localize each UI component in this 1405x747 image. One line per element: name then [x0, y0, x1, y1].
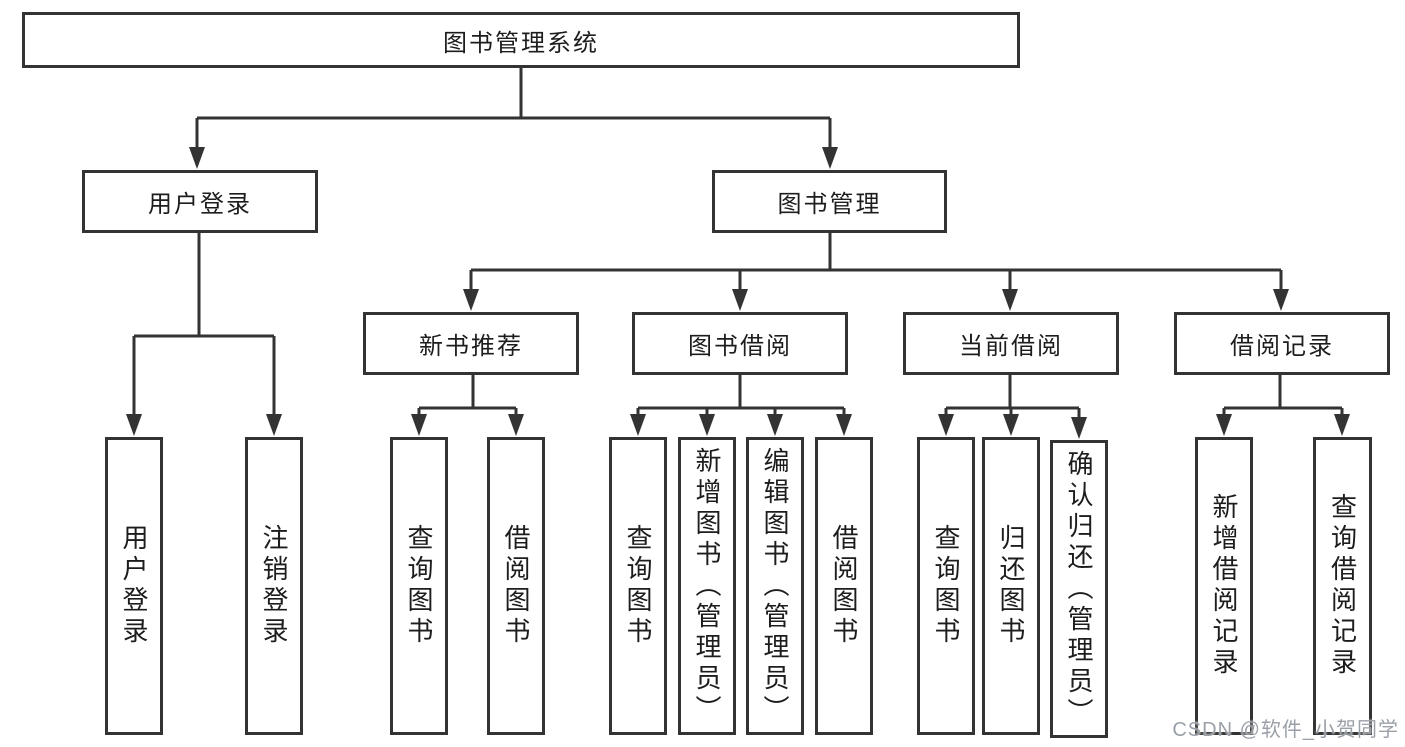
arrow-icon: [1273, 289, 1289, 311]
arrow-icon: [1071, 417, 1087, 439]
arrow-icon: [266, 414, 282, 436]
watermark: CSDN @软件_小贺同学: [1172, 719, 1399, 741]
node-label: 查询图书: [931, 524, 961, 648]
arrow-icon: [1003, 414, 1019, 436]
arrow-icon: [699, 414, 715, 436]
arrow-icon: [767, 414, 783, 436]
node-user-login: 用户登录: [82, 170, 318, 233]
leaf-borrow-books-recommend: 借阅图书: [487, 437, 545, 735]
leaf-borrow-book: 借阅图书: [815, 437, 873, 735]
node-label: 借阅图书: [501, 524, 531, 648]
arrow-icon: [836, 414, 852, 436]
node-label: 用户登录: [148, 191, 252, 218]
node-label: 新增图书（管理员）: [692, 446, 722, 726]
node-label: 新书推荐: [419, 333, 523, 360]
node-label: 查询图书: [404, 524, 434, 648]
node-label: 图书借阅: [688, 333, 792, 360]
connector-user-login: [132, 233, 276, 418]
node-label: 借阅图书: [829, 524, 859, 648]
node-label: 当前借阅: [959, 333, 1063, 360]
arrow-icon: [1002, 289, 1018, 311]
node-label: 借阅记录: [1230, 333, 1334, 360]
leaf-edit-book-admin: 编辑图书（管理员）: [746, 437, 804, 735]
node-label: 归还图书: [996, 524, 1026, 648]
leaf-logout: 注销登录: [245, 437, 303, 735]
arrow-icon: [463, 289, 479, 311]
node-label: 查询借阅记录: [1327, 493, 1358, 679]
leaf-query-books-borrow: 查询图书: [609, 437, 667, 735]
connector-root: [195, 68, 832, 152]
node-label: 用户登录: [119, 524, 149, 648]
leaf-add-borrow-record: 新增借阅记录: [1195, 437, 1253, 735]
connector-book-management: [469, 233, 1283, 294]
leaf-query-borrow-record: 查询借阅记录: [1313, 437, 1372, 735]
arrow-icon: [189, 147, 205, 169]
arrow-icon: [630, 414, 646, 436]
node-label: 新增借阅记录: [1209, 493, 1239, 679]
connector-borrow-records: [1222, 375, 1344, 418]
node-book-borrow: 图书借阅: [632, 312, 848, 375]
node-label: 查询图书: [623, 524, 653, 648]
connector-current-borrow: [944, 375, 1081, 421]
node-label: 图书管理系统: [443, 29, 599, 57]
arrow-icon: [822, 147, 838, 169]
connector-book-borrow: [636, 375, 846, 418]
arrow-icon: [732, 289, 748, 311]
arrow-icon: [1216, 414, 1232, 436]
leaf-query-books-recommend: 查询图书: [390, 437, 448, 735]
arrow-icon: [126, 414, 142, 436]
leaf-return-book: 归还图书: [982, 437, 1040, 735]
leaf-user-login: 用户登录: [105, 437, 163, 735]
node-book-management: 图书管理: [712, 170, 947, 233]
node-label: 注销登录: [259, 524, 289, 648]
node-label: 编辑图书（管理员）: [760, 446, 790, 726]
connector-new-book: [417, 375, 518, 418]
leaf-add-book-admin: 新增图书（管理员）: [678, 437, 736, 735]
arrow-icon: [938, 414, 954, 436]
node-root-system: 图书管理系统: [22, 12, 1020, 68]
node-new-book-recommend: 新书推荐: [363, 312, 579, 375]
node-label: 确认归还（管理员）: [1064, 449, 1094, 729]
leaf-confirm-return-admin: 确认归还（管理员）: [1050, 440, 1108, 738]
arrow-icon: [508, 414, 524, 436]
leaf-query-books-current: 查询图书: [917, 437, 975, 735]
arrow-icon: [411, 414, 427, 436]
node-borrow-records: 借阅记录: [1174, 312, 1390, 375]
node-current-borrow: 当前借阅: [903, 312, 1119, 375]
arrow-icon: [1334, 414, 1350, 436]
node-label: 图书管理: [777, 191, 882, 218]
